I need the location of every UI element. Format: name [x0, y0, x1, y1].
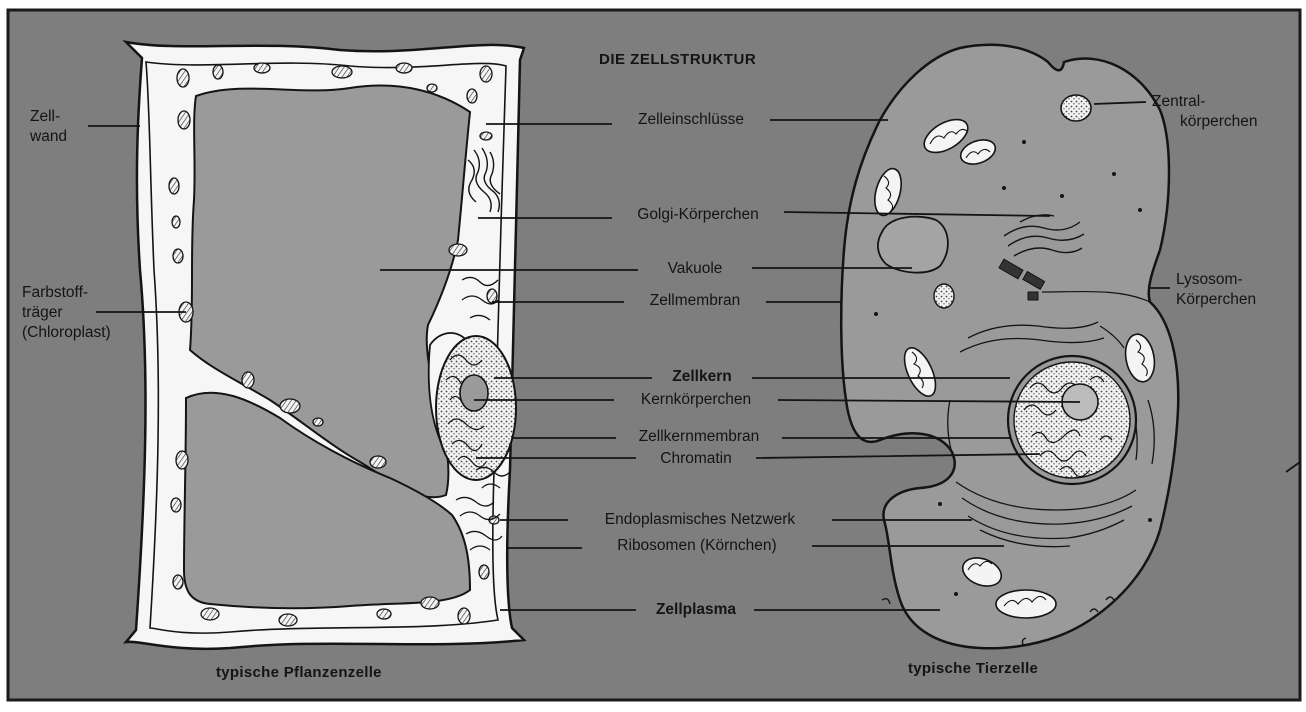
- animal-nucleus: [1014, 362, 1130, 478]
- label-zellmembran: Zellmembran: [650, 291, 740, 310]
- animal-granule: [934, 284, 954, 308]
- label-zellkernmembran: Zellkernmembran: [639, 427, 760, 446]
- label-lysosom-line1: Lysosom-: [1176, 270, 1243, 289]
- label-endoplasmisches: Endoplasmisches Netzwerk: [605, 510, 795, 529]
- label-zellwand-line1: Zell-: [30, 107, 60, 126]
- label-zentral-line2: körperchen: [1180, 112, 1258, 131]
- label-zellwand-line2: wand: [30, 127, 67, 146]
- label-ribosomen: Ribosomen (Körnchen): [617, 536, 776, 555]
- plant-nucleolus: [460, 375, 488, 411]
- animal-centrosome: [1061, 95, 1091, 121]
- label-farbstoff-line1: Farbstoff-: [22, 283, 88, 302]
- label-farbstoff-line3: (Chloroplast): [22, 323, 111, 342]
- label-zelleinschluesse: Zelleinschlüsse: [638, 110, 744, 129]
- label-golgi: Golgi-Körperchen: [637, 205, 758, 224]
- label-zentral-line1: Zentral-: [1152, 92, 1205, 111]
- animal-vacuole: [878, 217, 948, 273]
- label-zellkern: Zellkern: [672, 367, 731, 386]
- animal-cell: [841, 45, 1178, 648]
- label-vakuole: Vakuole: [668, 259, 723, 278]
- label-farbstoff-line2: träger: [22, 303, 63, 322]
- diagram-title: DIE ZELLSTRUKTUR: [599, 51, 756, 68]
- label-kernkoerperchen: Kernkörperchen: [641, 390, 751, 409]
- label-lysosom-line2: Körperchen: [1176, 290, 1256, 309]
- label-zellplasma: Zellplasma: [656, 600, 736, 619]
- caption-animal-cell: typische Tierzelle: [908, 660, 1038, 677]
- plant-cell: [126, 42, 524, 649]
- caption-plant-cell: typische Pflanzenzelle: [216, 664, 382, 681]
- label-chromatin: Chromatin: [660, 449, 732, 468]
